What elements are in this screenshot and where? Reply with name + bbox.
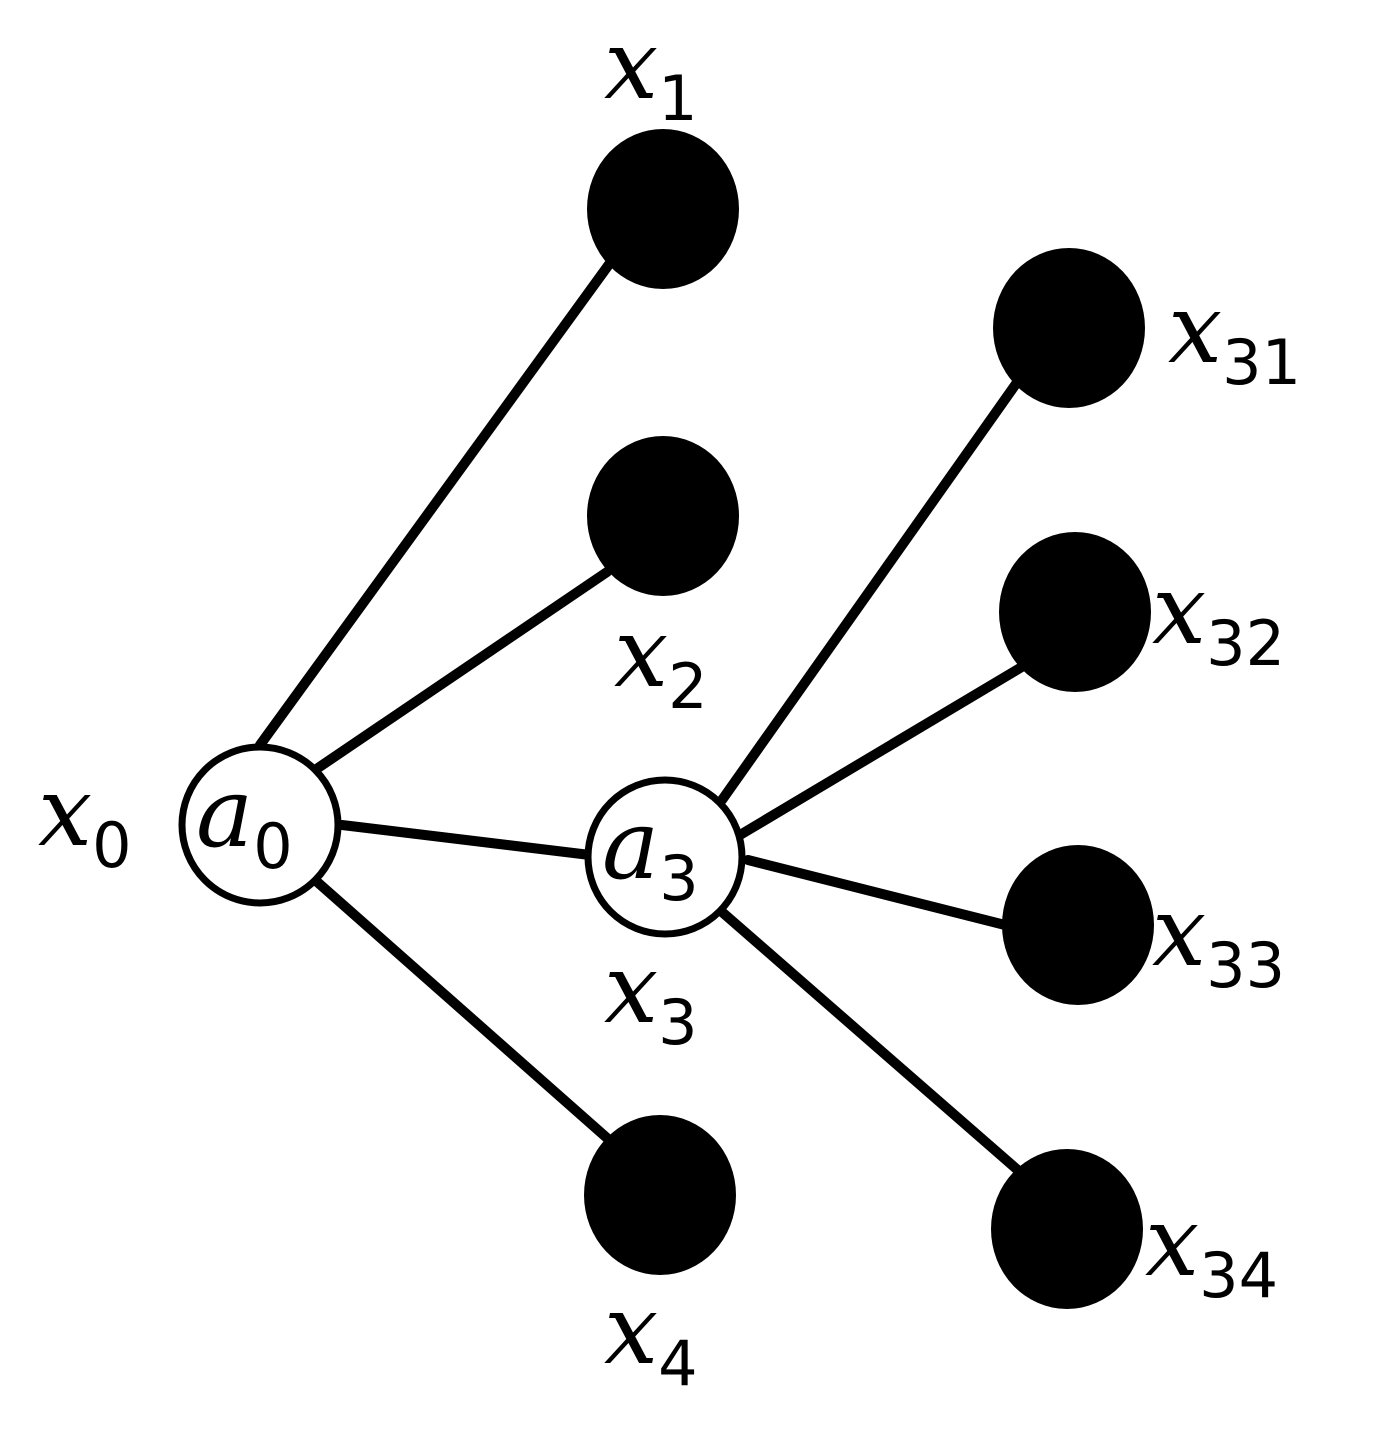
node-x2 bbox=[587, 436, 739, 596]
label-a3: a3 bbox=[602, 789, 699, 915]
edge-a0-x1 bbox=[255, 258, 615, 750]
edge-a3-x32 bbox=[735, 660, 1030, 840]
hub-nodes bbox=[178, 743, 746, 938]
node-x34 bbox=[991, 1149, 1143, 1309]
labels: a0 a3 x0 x1 x2 x3 x4 x31 x32 bbox=[38, 9, 1301, 1400]
node-a3 bbox=[584, 776, 746, 938]
edge-a0-a3 bbox=[337, 820, 595, 860]
node-x31 bbox=[993, 248, 1145, 408]
label-x32: x32 bbox=[1152, 554, 1285, 680]
edge-a3-x31 bbox=[717, 376, 1023, 805]
label-x0: x0 bbox=[38, 756, 132, 882]
label-x31: x31 bbox=[1168, 273, 1301, 399]
edge-a3-x33 bbox=[743, 855, 1010, 930]
edges bbox=[255, 258, 1030, 1177]
label-x1: x1 bbox=[604, 9, 698, 135]
edge-a0-x2 bbox=[310, 567, 612, 775]
label-x34: x34 bbox=[1145, 1186, 1278, 1312]
label-a0: a0 bbox=[196, 757, 293, 883]
leaf-nodes bbox=[584, 129, 1154, 1309]
edge-a0-x4 bbox=[310, 875, 612, 1143]
node-x4 bbox=[584, 1115, 736, 1275]
edge-a3-x34 bbox=[717, 907, 1025, 1177]
node-x1 bbox=[587, 129, 739, 289]
label-x2: x2 bbox=[614, 597, 708, 723]
node-a0 bbox=[178, 743, 342, 907]
node-x32 bbox=[999, 532, 1151, 692]
label-x33: x33 bbox=[1152, 876, 1285, 1002]
label-x3: x3 bbox=[604, 933, 698, 1059]
node-x33 bbox=[1002, 845, 1154, 1005]
label-x4: x4 bbox=[604, 1274, 698, 1400]
